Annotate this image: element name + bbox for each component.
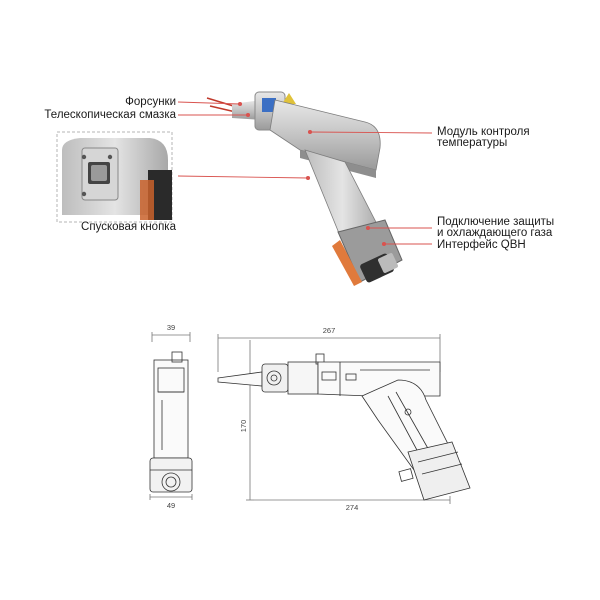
label-gas-1: Подключение защиты xyxy=(437,216,555,228)
label-temp-module-1: Модуль контроля xyxy=(437,126,530,138)
label-nozzles: Форсунки xyxy=(125,96,176,108)
dim-side-width-bottom: 49 xyxy=(167,501,175,510)
dim-side-width-top: 39 xyxy=(167,323,175,332)
callout-lines xyxy=(177,101,433,247)
dim-length-bottom: 274 xyxy=(346,503,359,512)
dim-height: 170 xyxy=(239,420,248,433)
trigger-zoom-inset xyxy=(56,131,173,223)
dim-length-top: 267 xyxy=(323,326,336,335)
front-view xyxy=(217,334,471,504)
label-telescopic-lube: Телескопическая смазка xyxy=(44,109,176,121)
label-temp-module-2: температуры xyxy=(437,137,508,149)
label-qbh: Интерфейс QBH xyxy=(437,239,526,251)
technical-drawing xyxy=(149,332,471,504)
label-gas-2: и охлаждающего газа xyxy=(437,227,553,239)
laser-gun-body xyxy=(206,91,403,286)
label-trigger-button: Спусковая кнопка xyxy=(81,221,176,233)
side-view xyxy=(149,332,193,500)
